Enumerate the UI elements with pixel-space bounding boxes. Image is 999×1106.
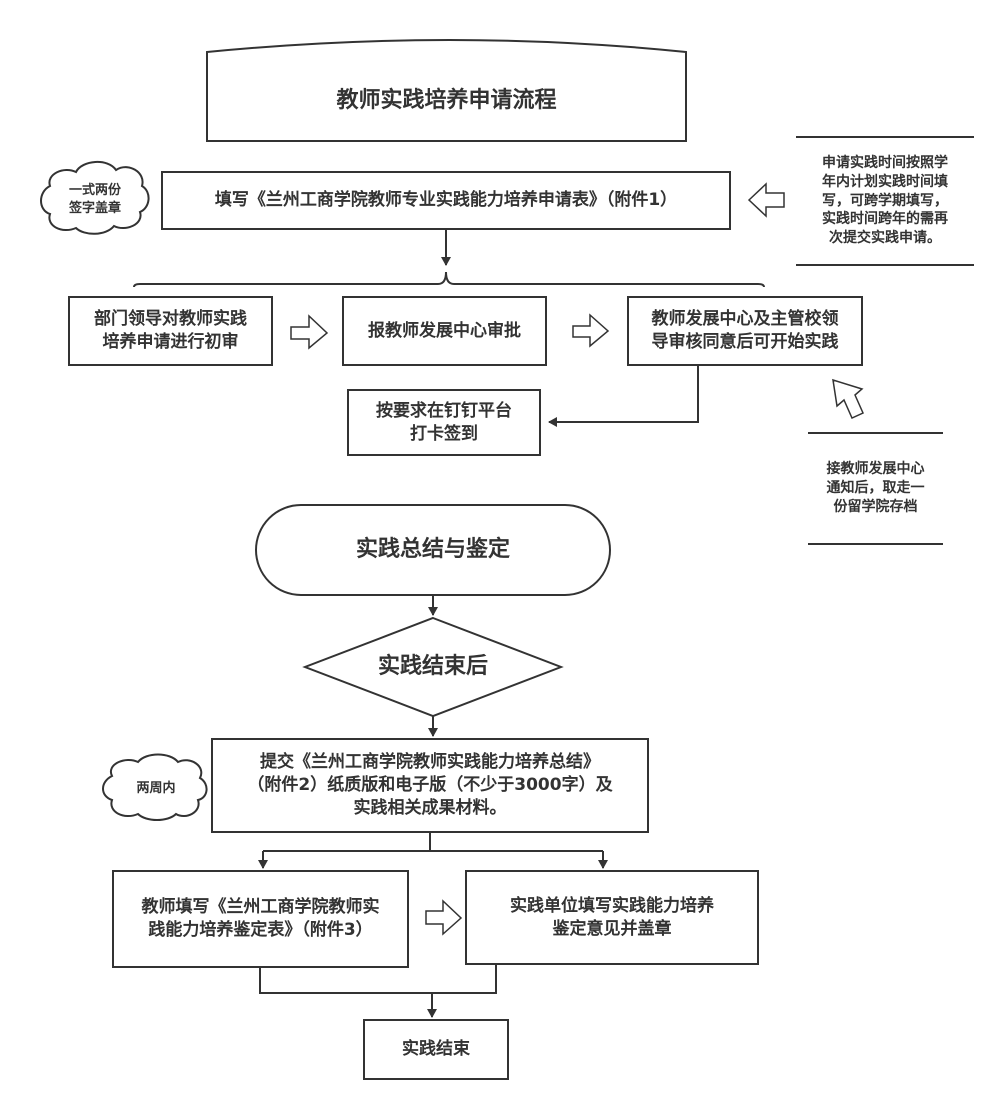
block-arrow-right-icon bbox=[425, 899, 463, 936]
teacher-fill-label: 教师填写《兰州工商学院教师实 践能力培养鉴定表》（附件3） bbox=[141, 897, 380, 940]
submit-summary-box bbox=[211, 738, 649, 833]
dept-review-label: 部门领导对教师实践 培养申请进行初审 bbox=[94, 309, 247, 352]
cloud-copies-shape bbox=[40, 161, 150, 235]
fill-form-label: 填写《兰州工商学院教师专业实践能力培养申请表》（附件1） bbox=[214, 190, 678, 211]
decision-label: 实践结束后 bbox=[377, 654, 488, 680]
block-arrow-right-icon bbox=[290, 314, 329, 350]
connector-merge bbox=[259, 964, 497, 994]
time-note-text: 申请实践时间按照学 年内计划实践时间填 写，可跨学期填写， 实践时间跨年的需再 … bbox=[822, 154, 948, 247]
end-label: 实践结束 bbox=[402, 1039, 470, 1060]
block-arrow-left-icon bbox=[747, 182, 785, 218]
title-shape bbox=[206, 39, 687, 142]
brace-connector bbox=[133, 271, 765, 288]
cloud-copies-label: 一式两份 签字盖章 bbox=[68, 183, 121, 216]
cloud-two-weeks-shape bbox=[102, 753, 208, 821]
unit-fill-box bbox=[465, 870, 759, 965]
submit-summary-label: 提交《兰州工商学院教师实践能力培养总结》 （附件2）纸质版和电子版（不少于300… bbox=[247, 752, 613, 818]
checkin-box bbox=[347, 389, 541, 456]
page-title: 教师实践培养申请流程 bbox=[336, 87, 557, 113]
end-box bbox=[363, 1019, 509, 1080]
approval-label: 教师发展中心及主管校领 导审核同意后可开始实践 bbox=[651, 309, 839, 352]
fill-form-box bbox=[161, 171, 731, 230]
cloud-two-weeks-label: 两周内 bbox=[136, 781, 176, 797]
approval-box bbox=[627, 296, 863, 366]
report-center-box bbox=[342, 296, 547, 366]
teacher-fill-box bbox=[112, 870, 409, 968]
summary-section-label: 实践总结与鉴定 bbox=[355, 537, 510, 563]
block-arrow-right-icon bbox=[572, 313, 610, 348]
dept-review-box bbox=[68, 296, 273, 366]
unit-fill-label: 实践单位填写实践能力培养 鉴定意见并盖章 bbox=[510, 895, 714, 939]
connector-approval-to-checkin bbox=[548, 365, 699, 427]
block-arrow-up-left-icon bbox=[832, 378, 864, 419]
report-center-label: 报教师发展中心审批 bbox=[368, 320, 521, 341]
archive-note-text: 接教师发展中心 通知后，取走一 份留学院存档 bbox=[826, 461, 925, 515]
checkin-label: 按要求在钉钉平台 打卡签到 bbox=[376, 400, 512, 444]
